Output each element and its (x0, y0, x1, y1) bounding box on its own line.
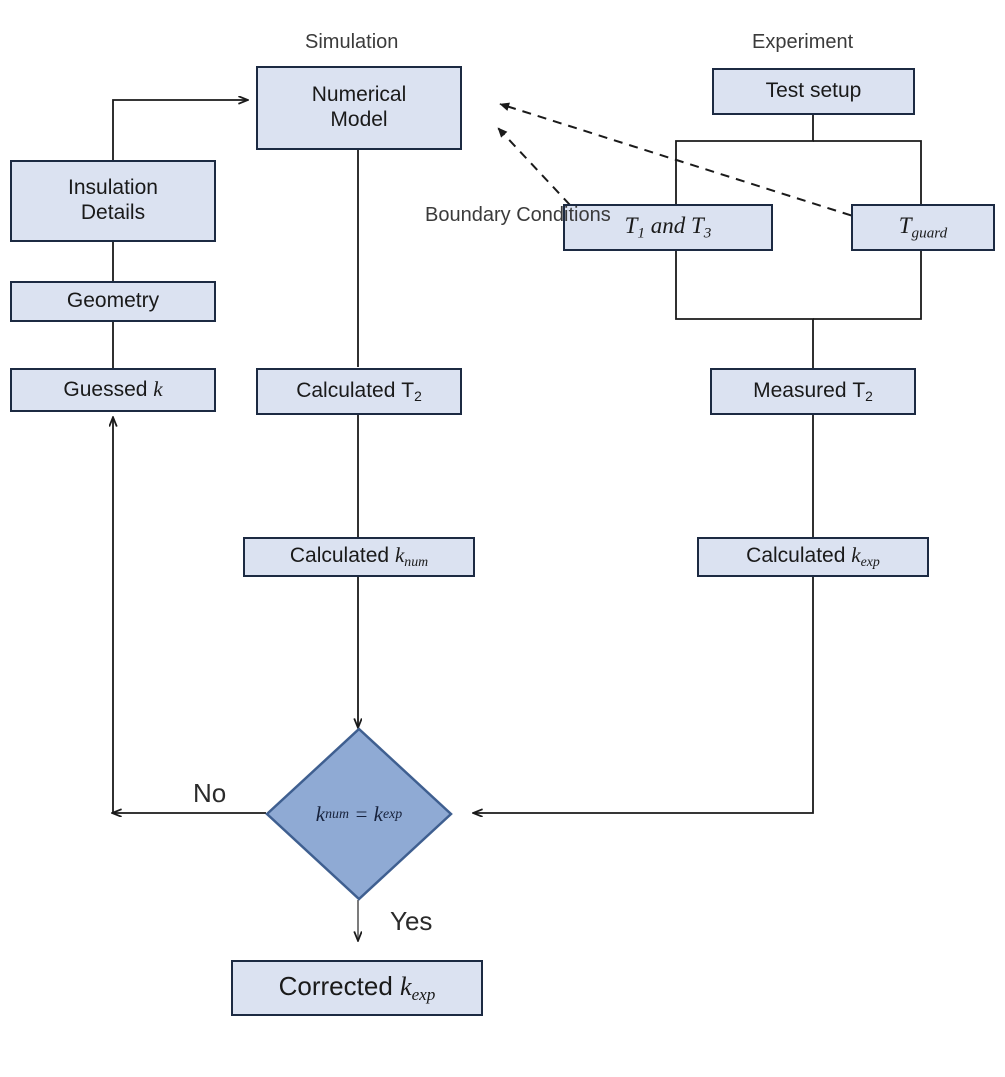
node-t-guard[interactable]: Tguard (851, 204, 995, 251)
label-boundary-conditions: Boundary Conditions (425, 204, 611, 226)
node-calculated-knum[interactable]: Calculated knum (243, 537, 475, 577)
node-geometry-label: Geometry (66, 289, 160, 313)
node-guessed-k-label: Guessed k (63, 377, 163, 402)
label-no: No (193, 778, 227, 808)
node-insulation-details[interactable]: Insulation Details (10, 160, 216, 242)
section-title-experiment: Experiment (752, 31, 854, 53)
node-test-setup-label: Test setup (765, 79, 862, 103)
node-measured-t2[interactable]: Measured T2 (710, 368, 916, 415)
node-calculated-knum-label: Calculated knum (289, 543, 429, 570)
diamond-shape (265, 727, 453, 901)
node-guessed-k[interactable]: Guessed k (10, 368, 216, 412)
node-measured-t2-label: Measured T2 (753, 378, 873, 404)
node-calculated-t2-label: Calculated T2 (296, 378, 422, 404)
node-calculated-kexp-label: Calculated kexp (746, 543, 880, 570)
node-corrected-kexp[interactable]: Corrected kexp (231, 960, 483, 1016)
node-corrected-kexp-label: Corrected kexp (278, 970, 436, 1004)
node-test-setup[interactable]: Test setup (712, 68, 915, 115)
node-calculated-t2[interactable]: Calculated T2 (256, 368, 462, 415)
node-geometry[interactable]: Geometry (10, 281, 216, 322)
node-numerical-model[interactable]: Numerical Model (256, 66, 462, 150)
node-insulation-details-label: Insulation Details (68, 176, 158, 224)
node-t1-and-t3-label: T1 and T3 (624, 213, 712, 242)
section-title-simulation: Simulation (305, 31, 399, 53)
label-yes: Yes (390, 906, 433, 936)
node-t-guard-label: Tguard (898, 213, 948, 242)
node-numerical-model-label: Numerical Model (311, 83, 407, 131)
node-calculated-kexp[interactable]: Calculated kexp (697, 537, 929, 577)
